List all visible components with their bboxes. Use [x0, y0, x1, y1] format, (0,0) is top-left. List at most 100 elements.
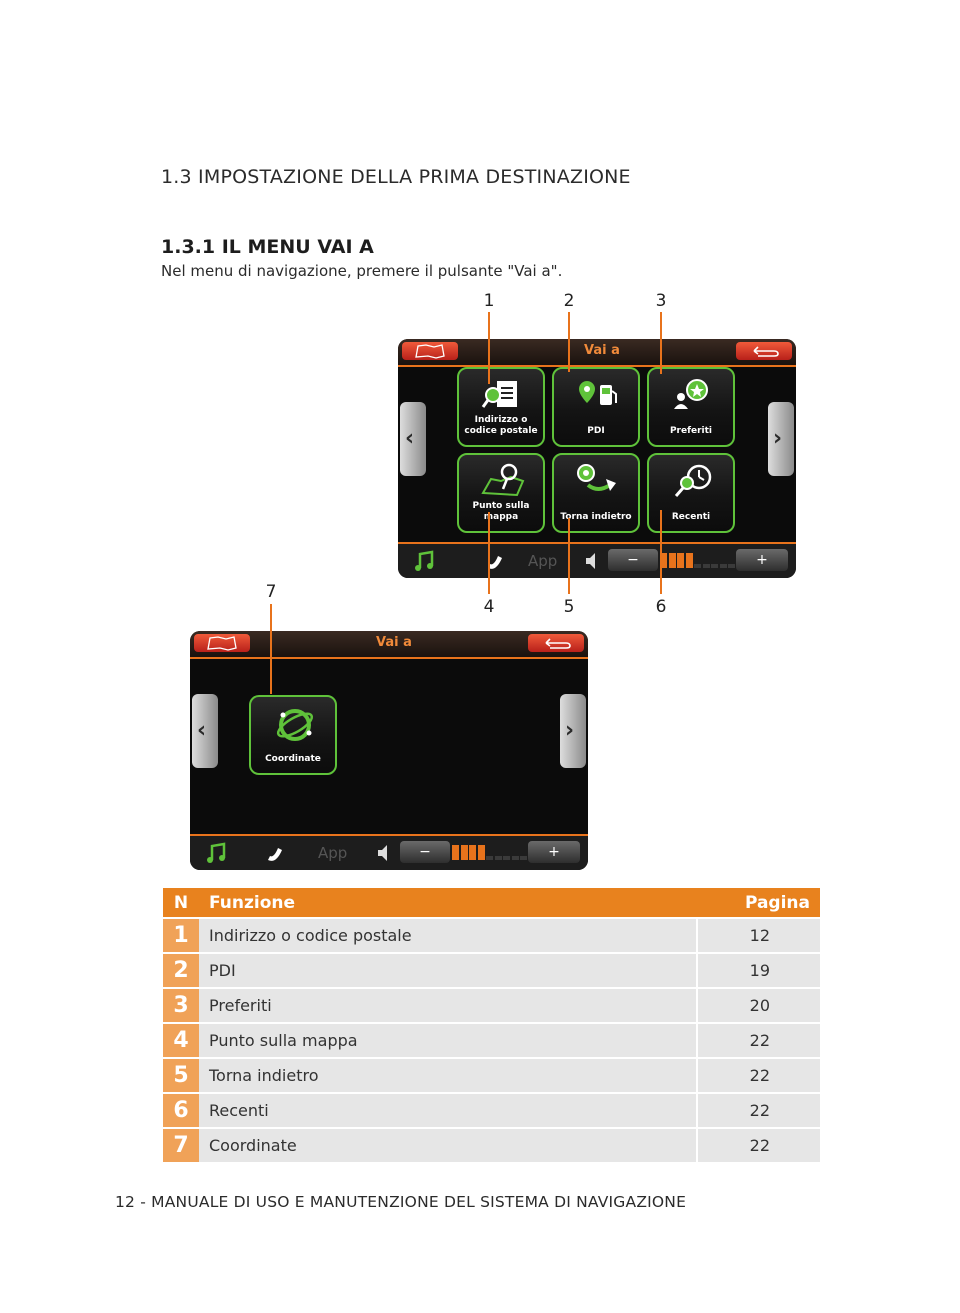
screen-header: Vai a — [190, 631, 588, 659]
volume-segment — [660, 553, 667, 568]
row-number: 6 — [163, 1094, 199, 1127]
callout-leader-6 — [660, 510, 662, 594]
tile-torna-indietro[interactable]: Torna indietro — [552, 453, 640, 533]
callout-7: 7 — [265, 582, 277, 602]
music-icon[interactable] — [206, 840, 228, 866]
screen-header: Vai a — [398, 339, 796, 367]
callout-3: 3 — [655, 291, 667, 311]
screen-vai-a-page2: Vai a ‹ › Coordinate App − + — [190, 631, 588, 870]
callout-1: 1 — [483, 291, 495, 311]
volume-segment — [719, 564, 727, 568]
phone-icon[interactable] — [264, 840, 286, 866]
tile-label: Preferiti — [669, 426, 713, 436]
next-page-arrow[interactable]: › — [560, 694, 586, 768]
map-icon — [415, 344, 445, 359]
prev-page-arrow[interactable]: ‹ — [192, 694, 218, 768]
row-pagina: 22 — [696, 1129, 820, 1162]
app-button[interactable]: App — [528, 552, 558, 570]
row-pagina: 22 — [696, 1024, 820, 1057]
row-number: 2 — [163, 954, 199, 987]
speaker-icon — [376, 840, 392, 866]
tile-preferiti[interactable]: Preferiti — [647, 367, 735, 447]
row-pagina: 12 — [696, 919, 820, 952]
music-icon[interactable] — [414, 548, 436, 574]
section-title: 1.3 IMPOSTAZIONE DELLA PRIMA DESTINAZION… — [161, 166, 631, 188]
header-n: N — [163, 888, 199, 917]
address-search-icon — [481, 381, 517, 408]
row-number: 7 — [163, 1129, 199, 1162]
row-funzione: Coordinate — [199, 1129, 696, 1162]
tile-pdi[interactable]: PDI — [552, 367, 640, 447]
volume-segment — [520, 856, 527, 860]
page-footer: 12 - MANUALE DI USO E MANUTENZIONE DEL S… — [115, 1193, 687, 1211]
volume-segment — [469, 845, 476, 860]
callout-leader-1 — [488, 312, 490, 384]
volume-segment — [477, 845, 485, 860]
phone-icon[interactable] — [484, 548, 506, 574]
chevron-right-icon: › — [565, 718, 575, 743]
volume-segment — [503, 856, 510, 860]
prev-page-arrow[interactable]: ‹ — [400, 402, 426, 476]
row-number: 1 — [163, 919, 199, 952]
chevron-left-icon: ‹ — [197, 718, 207, 743]
volume-segment — [494, 856, 502, 860]
tile-coordinate[interactable]: Coordinate — [249, 695, 337, 775]
map-icon — [207, 636, 237, 651]
subsection-title: 1.3.1 IL MENU VAI A — [161, 236, 374, 258]
tile-label: Indirizzo o codice postale — [464, 415, 538, 436]
volume-segment — [728, 564, 735, 568]
return-route-icon — [577, 464, 616, 491]
header-funzione: Funzione — [199, 888, 696, 917]
callout-leader-4 — [488, 512, 490, 594]
speaker-icon — [584, 548, 600, 574]
volume-segment — [685, 553, 693, 568]
screen-vai-a-page1: Vai a ‹ › Indirizzo o codice postale PDI… — [398, 339, 796, 578]
back-arrow-icon — [753, 346, 779, 357]
tile-label: Torna indietro — [560, 512, 632, 522]
volume-segment — [486, 856, 493, 860]
callout-leader-5 — [568, 518, 570, 594]
volume-up-button[interactable]: + — [736, 549, 788, 571]
volume-segment — [460, 845, 468, 860]
volume-segment — [694, 564, 701, 568]
back-arrow-icon — [545, 638, 571, 649]
volume-down-button[interactable]: − — [608, 549, 658, 571]
volume-segment — [452, 845, 459, 860]
row-pagina: 19 — [696, 954, 820, 987]
row-number: 5 — [163, 1059, 199, 1092]
tile-label: Punto sulla mappa — [472, 501, 530, 522]
map-button[interactable] — [402, 342, 458, 360]
back-button[interactable] — [528, 634, 584, 652]
tile-indirizzo[interactable]: Indirizzo o codice postale — [457, 367, 545, 447]
map-pin-icon — [481, 463, 525, 497]
tile-punto-mappa[interactable]: Punto sulla mappa — [457, 453, 545, 533]
back-button[interactable] — [736, 342, 792, 360]
volume-segment — [702, 564, 710, 568]
volume-segment — [711, 564, 718, 568]
tile-label: Coordinate — [265, 754, 321, 764]
map-button[interactable] — [194, 634, 250, 652]
volume-down-button[interactable]: − — [400, 841, 450, 863]
callout-leader-2 — [568, 312, 570, 372]
row-funzione: Punto sulla mappa — [199, 1024, 696, 1057]
callout-6: 6 — [655, 597, 667, 617]
intro-text: Nel menu di navigazione, premere il puls… — [161, 262, 563, 280]
row-pagina: 22 — [696, 1059, 820, 1092]
row-funzione: Torna indietro — [199, 1059, 696, 1092]
bottom-bar: App − + — [398, 542, 796, 578]
row-pagina: 22 — [696, 1094, 820, 1127]
screen-title: Vai a — [376, 635, 412, 650]
screen-title: Vai a — [584, 343, 620, 358]
tile-label: PDI — [587, 426, 605, 436]
header-pagina: Pagina — [696, 888, 820, 917]
next-page-arrow[interactable]: › — [768, 402, 794, 476]
row-funzione: PDI — [199, 954, 696, 987]
callout-5: 5 — [563, 597, 575, 617]
app-button[interactable]: App — [318, 844, 348, 862]
volume-up-button[interactable]: + — [528, 841, 580, 863]
